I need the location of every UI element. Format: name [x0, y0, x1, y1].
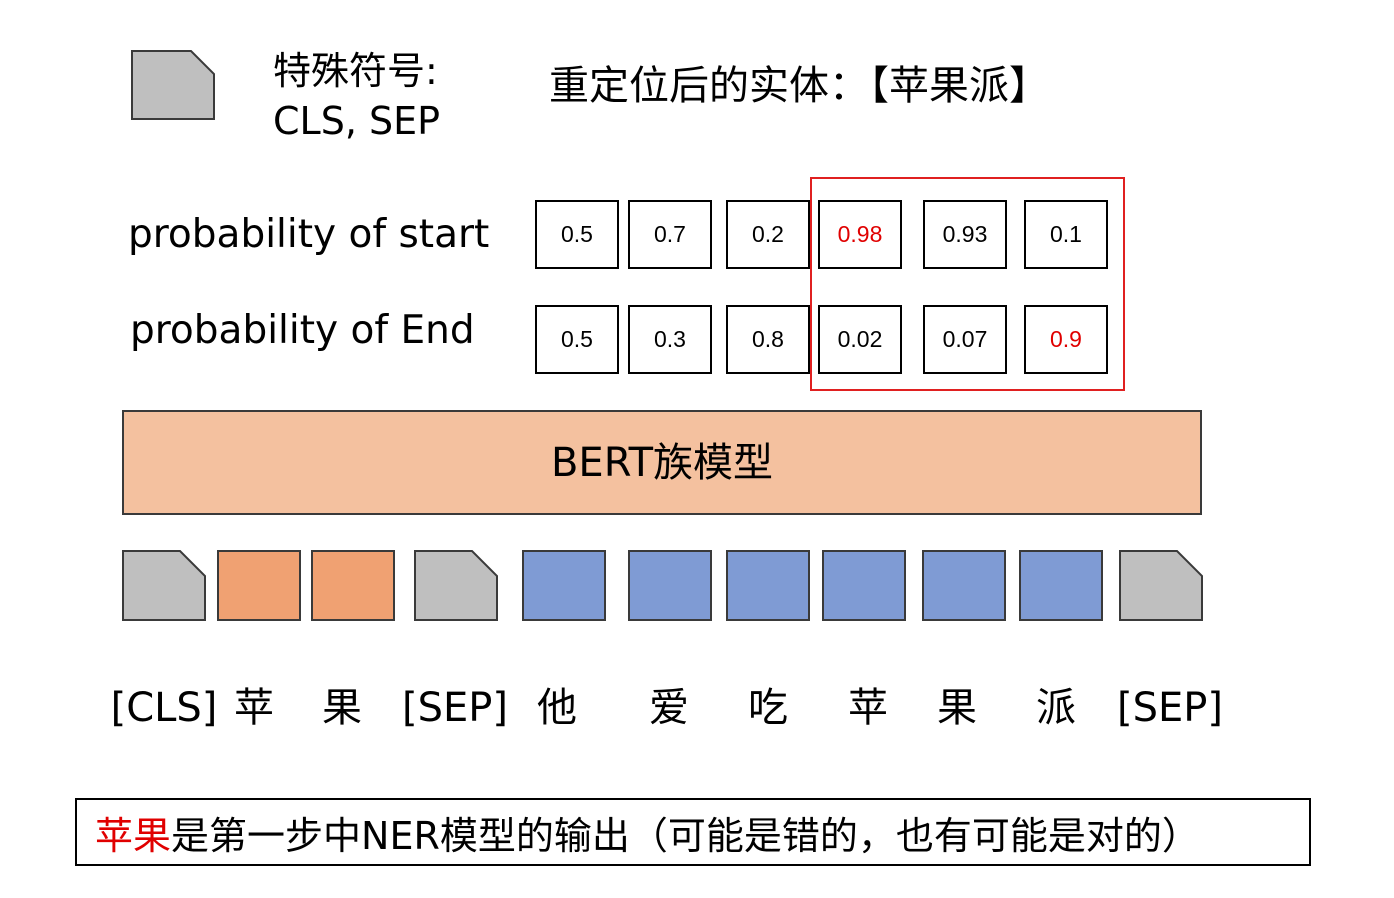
bert-model-label: BERT族模型: [550, 439, 774, 486]
token-label: 爱: [649, 685, 689, 731]
start-prob-box: 0.5: [535, 200, 619, 269]
token-label: 苹: [234, 685, 274, 731]
token-shape-blue: [1019, 550, 1103, 621]
end-prob-box: 0.8: [726, 305, 810, 374]
start-prob-box: 0.1: [1024, 200, 1108, 269]
token-cls-shape: [122, 550, 206, 621]
relocated-entity-label: 重定位后的实体：【苹果派】: [549, 63, 1049, 109]
entity-span-highlight-frame: [810, 177, 1125, 391]
bert-model-block: BERT族模型: [122, 410, 1202, 515]
token-shape-blue: [726, 550, 810, 621]
token-label: 派: [1036, 685, 1076, 731]
start-prob-box: 0.93: [923, 200, 1007, 269]
end-prob-box-highlight: 0.9: [1024, 305, 1108, 374]
token-label: 他: [537, 685, 577, 731]
token-shape-blue: [522, 550, 606, 621]
token-shape-blue: [628, 550, 712, 621]
token-shape-blue: [822, 550, 906, 621]
start-row-label: probability of start: [128, 212, 490, 257]
token-label: [SEP]: [402, 685, 508, 731]
legend-text-line2: CLS, SEP: [273, 99, 441, 143]
token-label: [CLS]: [110, 685, 218, 731]
legend-text-line1: 特殊符号:: [273, 49, 438, 93]
footer-note: 苹果是第一步中NER模型的输出（可能是错的，也有可能是对的）: [75, 798, 1311, 866]
start-prob-box-highlight: 0.98: [818, 200, 902, 269]
token-shape-orange: [311, 550, 395, 621]
special-token-icon: [131, 50, 215, 120]
end-prob-box: 0.3: [628, 305, 712, 374]
end-prob-box: 0.02: [818, 305, 902, 374]
token-label: 果: [322, 685, 362, 731]
footer-highlight: 苹果: [95, 813, 172, 858]
token-shape-orange: [217, 550, 301, 621]
token-sep-shape: [1119, 550, 1203, 621]
token-label: 苹: [848, 685, 888, 731]
token-label: 吃: [748, 685, 788, 731]
end-row-label: probability of End: [130, 308, 475, 353]
footer-text: 是第一步中NER模型的输出（可能是错的，也有可能是对的）: [171, 813, 1200, 858]
token-label: 果: [937, 685, 977, 731]
token-label: [SEP]: [1117, 685, 1223, 731]
end-prob-box: 0.07: [923, 305, 1007, 374]
token-shape-blue: [922, 550, 1006, 621]
token-sep-shape: [414, 550, 498, 621]
start-prob-box: 0.2: [726, 200, 810, 269]
end-prob-box: 0.5: [535, 305, 619, 374]
start-prob-box: 0.7: [628, 200, 712, 269]
